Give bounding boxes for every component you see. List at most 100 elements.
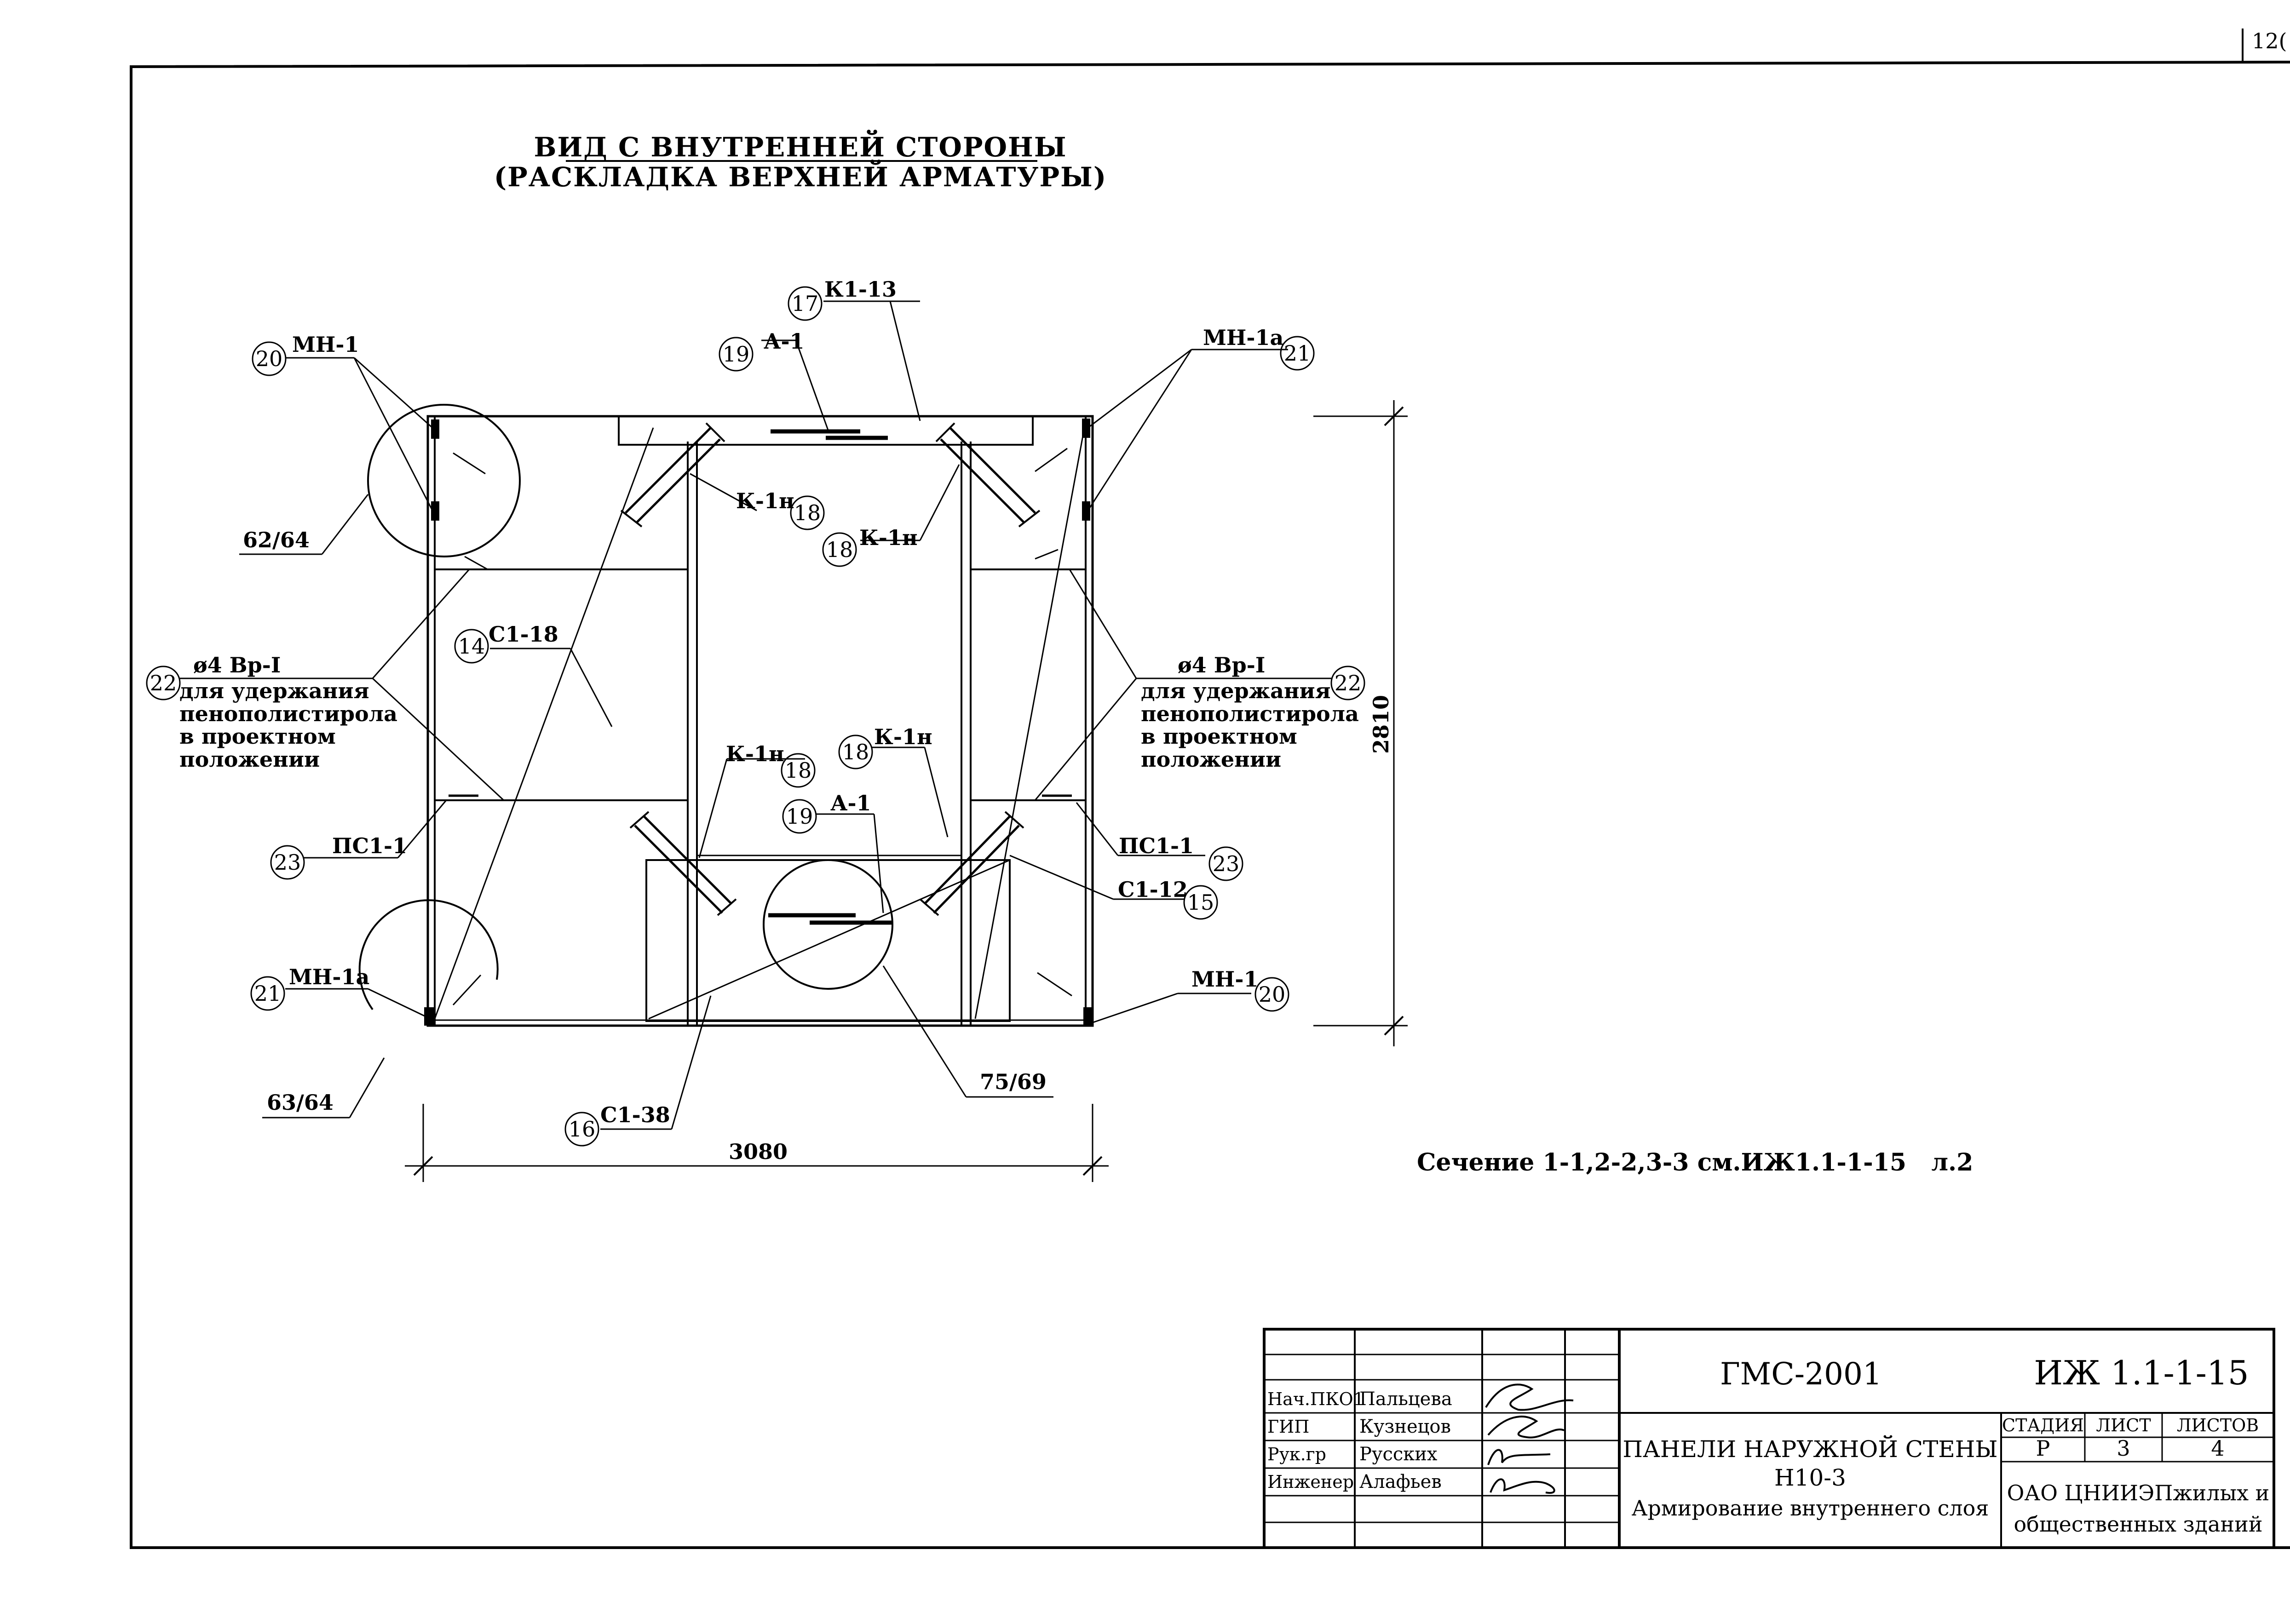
callout-20-bottom: 20 МН-1: [1191, 967, 1289, 1012]
callout-23-left: 23 ПС1-1: [270, 833, 407, 880]
staff-name-3: Русских: [1359, 1444, 1438, 1465]
title-block-product-line1: ПАНЕЛИ НАРУЖНОЙ СТЕНЫ: [1623, 1435, 1997, 1463]
note-right-line3: в проектном: [1141, 724, 1297, 749]
callout-18-c: 18 К-1н: [726, 741, 816, 788]
signatures: [1485, 1383, 1574, 1494]
callout-21-bottom-label: МН-1а: [289, 964, 369, 989]
title-block-sheet: 3: [2117, 1436, 2130, 1461]
callout-16: 16 С1-38: [564, 1102, 670, 1147]
callout-18-b: 18 К-1н: [822, 525, 918, 567]
title-block-sheets-header: ЛИСТОВ: [2177, 1415, 2259, 1435]
callout-20-top-label: МН-1: [292, 332, 359, 357]
staff-name-2: Кузнецов: [1359, 1416, 1451, 1437]
staff-role-4: Инженер: [1267, 1472, 1354, 1492]
staff-name-4: Алафьев: [1359, 1471, 1442, 1492]
callout-19-top-number: 19: [723, 342, 750, 367]
dimension-width-label: 3080: [729, 1139, 788, 1164]
callout-22-left-number: 22: [150, 671, 177, 695]
callout-17: 17 К1-13: [788, 277, 897, 321]
callout-16-label: С1-38: [600, 1102, 670, 1127]
frame-top-right: [935, 422, 1041, 528]
callout-20-top-number: 20: [256, 346, 283, 371]
callout-20-bottom-label: МН-1: [1191, 967, 1258, 992]
callout-15-label: С1-12: [1118, 877, 1188, 902]
detail-circle-63-64: [358, 899, 499, 1010]
callout-15: 15 С1-12: [1118, 877, 1218, 920]
detail-ref-75-69: 75/69: [980, 1069, 1047, 1094]
title-block-org-code: ГМС-2001: [1720, 1356, 1882, 1392]
detail-ref-63-64: 63/64: [267, 1090, 334, 1115]
title-block-stage-header: СТАДИЯ: [2002, 1415, 2084, 1435]
note-right-line2: пенополистирола: [1141, 701, 1359, 726]
callout-14: 14 С1-18: [454, 622, 558, 664]
callout-18-c-number: 18: [785, 758, 812, 783]
note-right-line4: положении: [1141, 747, 1281, 772]
view-title-line2: (РАСКЛАДКА ВЕРХНЕЙ АРМАТУРЫ): [494, 160, 1107, 193]
callout-14-number: 14: [458, 634, 485, 659]
callout-23-right-label: ПС1-1: [1119, 833, 1194, 858]
callout-23-right-number: 23: [1213, 851, 1240, 876]
title-block-product-line2: Н10-3: [1774, 1464, 1846, 1491]
frame-bottom-left: [629, 811, 737, 916]
leader-lines: [179, 300, 1332, 1130]
note-left-line2: пенополистирола: [179, 701, 397, 726]
callout-18-d-label: К-1н: [874, 724, 932, 749]
section-note: Сечение 1-1,2-2,3-3 см.ИЖ1.1-1-15 л.2: [1417, 1148, 1973, 1176]
callout-19-bottom: 19 А-1: [782, 791, 871, 834]
view-title: ВИД С ВНУТРЕННЕЙ СТОРОНЫ (РАСКЛАДКА ВЕРХ…: [494, 130, 1107, 193]
note-left-line4: положении: [179, 747, 320, 772]
staff-role-2: ГИП: [1267, 1417, 1309, 1437]
callout-19-top-label: А-1: [764, 329, 805, 354]
callout-20-top: 20 МН-1: [252, 332, 359, 376]
note-right-line1: для удержания: [1141, 678, 1331, 703]
detail-circle-62-64: [367, 404, 521, 557]
callout-18-d: 18 К-1н: [838, 724, 932, 769]
callout-21-top: 21 МН-1а: [1203, 325, 1315, 371]
callout-22-right: 22: [1330, 666, 1365, 700]
view-title-line1: ВИД С ВНУТРЕННЕЙ СТОРОНЫ: [534, 130, 1067, 163]
callout-17-number: 17: [792, 291, 819, 316]
staff-role-3: Рук.гр: [1267, 1444, 1326, 1464]
panel-drawing: [358, 404, 1094, 1027]
note-left-line1: для удержания: [179, 678, 369, 703]
callout-15-number: 15: [1187, 890, 1214, 915]
callout-19-top: 19 А-1: [719, 329, 805, 372]
detail-circle-75-69: [763, 859, 893, 990]
callout-21-top-label: МН-1а: [1203, 325, 1283, 350]
frame-top-left: [620, 422, 725, 528]
detail-ref-62-64: 62/64: [243, 528, 310, 552]
callout-16-number: 16: [569, 1117, 596, 1142]
callout-23-left-number: 23: [274, 850, 301, 875]
title-block-company-line2: общественных зданий: [2014, 1512, 2262, 1537]
callout-19-bottom-label: А-1: [830, 791, 871, 815]
callout-18-b-number: 18: [826, 537, 853, 562]
frame-bottom-right: [919, 811, 1024, 916]
callout-21-bottom-number: 21: [254, 981, 282, 1006]
note-right: ø4 Вр-I для удержания пенополистирола в …: [1141, 653, 1359, 772]
dimension-height-label: 2810: [1369, 695, 1393, 754]
staff-name-1: Пальцева: [1359, 1389, 1452, 1410]
title-block-sheet-header: ЛИСТ: [2096, 1415, 2151, 1435]
callout-23-right: 23 ПС1-1: [1119, 833, 1243, 881]
dimension-width: 3080: [405, 1104, 1109, 1182]
sheet-frame: [130, 29, 2290, 1549]
callout-18-c-label: К-1н: [726, 741, 784, 766]
title-block-sheets: 4: [2211, 1436, 2224, 1461]
callout-21-top-number: 21: [1284, 341, 1311, 366]
title-block-stage: Р: [2036, 1436, 2050, 1461]
dimension-height: 2810: [1313, 400, 1408, 1046]
callout-18-a-label: К-1н: [736, 488, 794, 513]
callout-18-a-number: 18: [794, 500, 821, 525]
page-number: 12(: [2252, 29, 2287, 53]
callout-22-left: 22: [146, 666, 181, 700]
note-left: ø4 Вр-I для удержания пенополистирола в …: [179, 653, 397, 772]
title-block-doc-code: ИЖ 1.1-1-15: [2034, 1354, 2249, 1392]
title-block-company-line1: ОАО ЦНИИЭПжилых и: [2007, 1481, 2270, 1505]
callout-17-label: К1-13: [824, 277, 897, 302]
callout-21-bottom: 21 МН-1а: [250, 964, 369, 1011]
title-block-product-line3: Армирование внутреннего слоя: [1632, 1496, 1989, 1521]
staff-role-1: Нач.ПКО1: [1267, 1389, 1364, 1409]
note-left-line3: в проектном: [179, 724, 336, 749]
callout-18-a: 18 К-1н: [736, 488, 825, 530]
